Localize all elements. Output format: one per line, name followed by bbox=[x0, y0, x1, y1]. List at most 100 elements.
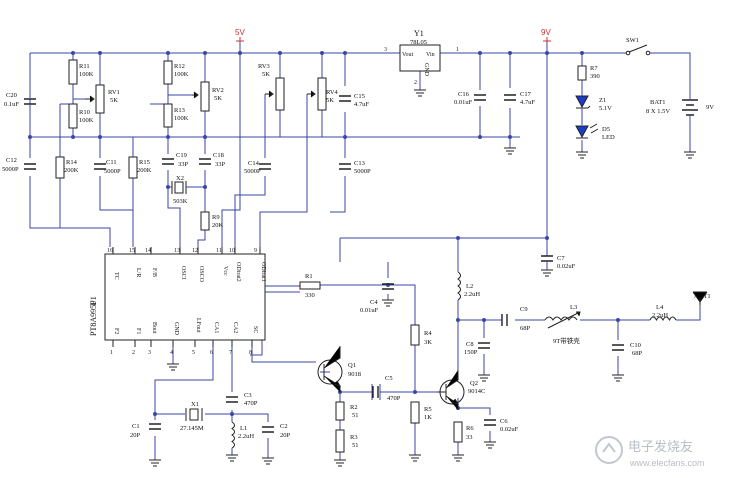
r6-ref: R6 bbox=[466, 425, 474, 432]
r3-ref: R3 bbox=[350, 434, 358, 441]
y1-vin: Vin bbox=[426, 52, 435, 58]
crystals bbox=[171, 181, 203, 421]
x2-body bbox=[174, 181, 184, 194]
c19-val: 33P bbox=[178, 161, 189, 168]
c15-val: 4.7uF bbox=[354, 101, 369, 108]
c6-ref: C6 bbox=[500, 418, 508, 425]
r10-body bbox=[68, 103, 78, 129]
c8-val: 150P bbox=[464, 349, 478, 356]
c7-val: 0.02uF bbox=[557, 263, 576, 270]
r15-body bbox=[128, 156, 138, 179]
r12-ref: R12 bbox=[174, 63, 185, 70]
l4-val: 2.2uH bbox=[652, 312, 668, 319]
l2-coil bbox=[457, 271, 461, 301]
c13-ref: C13 bbox=[354, 160, 365, 167]
r11-ref: R11 bbox=[79, 63, 90, 70]
resistors bbox=[55, 59, 587, 453]
c9-val: 68P bbox=[520, 325, 531, 332]
pin-16-num: 16 bbox=[107, 248, 113, 254]
c19-plates bbox=[162, 158, 174, 165]
c8-plates bbox=[478, 342, 490, 349]
c15-ref: C15 bbox=[354, 93, 365, 100]
y1-ref: Y1 bbox=[414, 29, 424, 38]
ic-ref: U1 bbox=[89, 296, 98, 306]
y1-gnd: GND bbox=[423, 63, 429, 77]
c10-val: 68P bbox=[632, 350, 643, 357]
rv4-ref: RV4 bbox=[326, 89, 339, 96]
r4-ref: R4 bbox=[424, 330, 432, 337]
q1-ref: Q1 bbox=[348, 362, 356, 369]
pin-5-num: 5 bbox=[192, 350, 195, 356]
y1-pin2: 2 bbox=[414, 80, 417, 86]
r3-val: 51 bbox=[352, 442, 359, 449]
c3-plates bbox=[226, 396, 238, 403]
c1-ref: C1 bbox=[132, 423, 140, 430]
c17-ref: C17 bbox=[520, 91, 532, 98]
r4-body bbox=[410, 324, 420, 346]
bat1-val: 8 X 1.5V bbox=[646, 108, 670, 115]
pin-9-num: 9 bbox=[254, 248, 257, 254]
rv3-val: 5K bbox=[262, 71, 270, 78]
c4-val: 0.01uF bbox=[360, 307, 379, 314]
r5-body bbox=[410, 401, 420, 424]
rv4-val: 5K bbox=[326, 97, 334, 104]
pin-2-num: 2 bbox=[132, 350, 135, 356]
labels: C20 0.1uF C12 5000P R11 100K R10 100K R1… bbox=[2, 37, 714, 449]
r7-body bbox=[577, 65, 587, 81]
c2-plates bbox=[262, 426, 274, 433]
watermark-url: www.elecfans.com bbox=[629, 458, 705, 468]
watermark-logo-icon bbox=[595, 436, 623, 464]
x1-body bbox=[189, 408, 199, 421]
pin-10-num: 10 bbox=[229, 248, 235, 254]
r1-body bbox=[299, 281, 321, 290]
r9-ref: R9 bbox=[212, 214, 220, 221]
bat1-volts: 9V bbox=[706, 104, 714, 111]
c5-val: 470P bbox=[387, 395, 401, 402]
r15-ref: R15 bbox=[139, 159, 150, 166]
pin-2-label: F1 bbox=[135, 328, 141, 334]
r2-val: 51 bbox=[352, 412, 359, 419]
r5-ref: R5 bbox=[424, 406, 432, 413]
r7-val: 390 bbox=[590, 73, 600, 80]
pin-8-num: 8 bbox=[249, 350, 252, 356]
x1-ref: X1 bbox=[191, 401, 199, 408]
l1-ref: L1 bbox=[240, 425, 247, 432]
pin-9-label: ODirat1 bbox=[260, 262, 266, 282]
l3-ref: L3 bbox=[570, 304, 577, 311]
battery-bat1 bbox=[682, 98, 698, 120]
regulator-y1: Y1 78L05 Vout Vin GND 3 1 2 bbox=[384, 29, 459, 86]
rv2-ref: RV2 bbox=[212, 87, 224, 94]
c14-plates bbox=[259, 163, 271, 170]
l1-val: 2.2uH bbox=[238, 433, 254, 440]
pin-15-num: 15 bbox=[129, 248, 135, 254]
pin-1-label: F2 bbox=[113, 328, 119, 334]
rv1-ref: RV1 bbox=[108, 89, 120, 96]
pin-10-label: ODirat2 bbox=[235, 262, 241, 282]
pin-14-num: 14 bbox=[145, 248, 151, 254]
l4-ref: L4 bbox=[656, 304, 664, 311]
c3-ref: C3 bbox=[244, 392, 252, 399]
c11-plates bbox=[94, 163, 106, 170]
c1-plates bbox=[149, 423, 161, 430]
c18-plates bbox=[199, 158, 211, 165]
pin-6-label: CA1 bbox=[213, 322, 219, 333]
q1-val: 9018 bbox=[348, 371, 361, 378]
c18-ref: C18 bbox=[213, 152, 224, 159]
r7-ref: R7 bbox=[590, 65, 598, 72]
ant1-ref: ANT1 bbox=[694, 293, 711, 300]
c17-plates bbox=[504, 94, 516, 101]
watermark: 电子发烧友 www.elecfans.com bbox=[595, 436, 705, 468]
r10-ref: R10 bbox=[79, 109, 90, 116]
c12-val: 5000P bbox=[2, 166, 19, 173]
z1-body bbox=[575, 95, 589, 109]
c5-ref: C5 bbox=[385, 375, 393, 382]
pin-7-num: 7 bbox=[229, 350, 232, 356]
pin-3-num: 3 bbox=[148, 350, 151, 356]
c11-ref: C11 bbox=[106, 159, 117, 166]
z1-val: 5.1V bbox=[599, 105, 612, 112]
rv2-val: 5K bbox=[214, 95, 222, 102]
c13-plates bbox=[339, 163, 351, 170]
sw1-ref: SW1 bbox=[626, 37, 639, 44]
c2-val: 20P bbox=[280, 432, 291, 439]
pin-11-label: Vcc bbox=[222, 266, 228, 276]
